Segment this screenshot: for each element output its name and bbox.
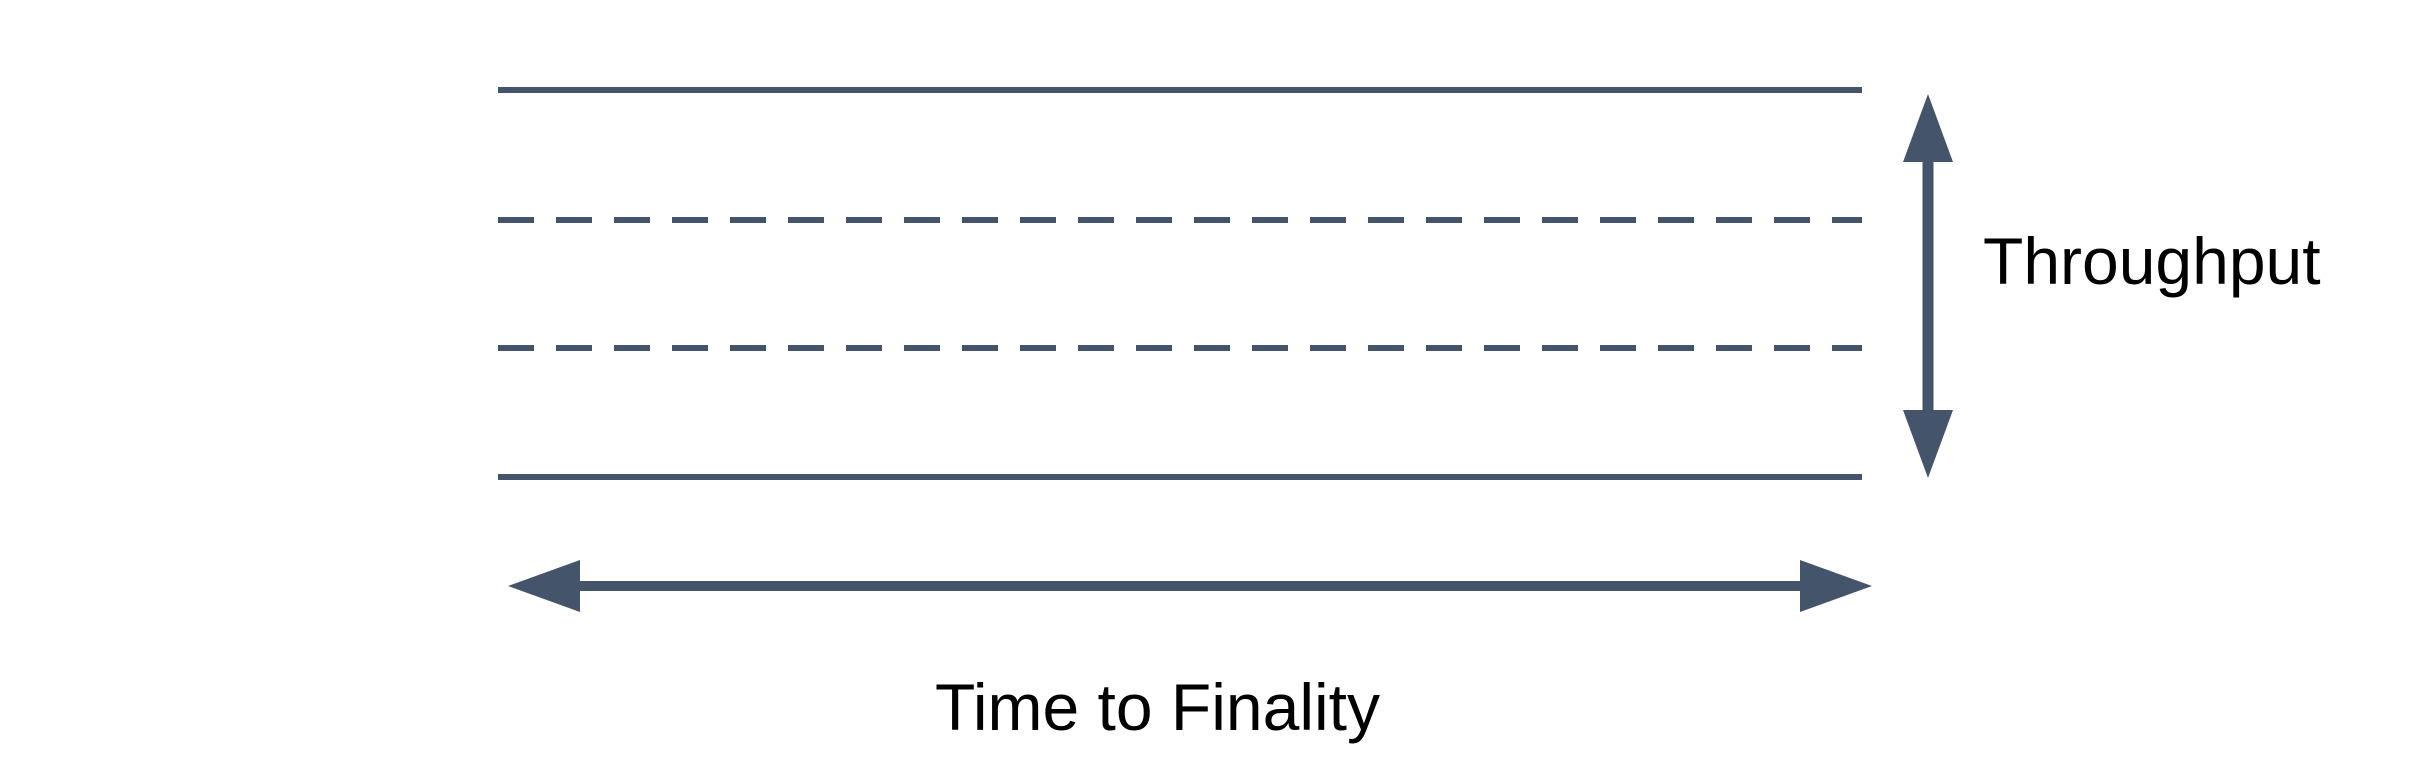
time-to-finality-arrow [508, 560, 1872, 612]
throughput-arrow-shaft [1922, 154, 1934, 418]
time-to-finality-arrow-head-left [508, 560, 580, 612]
throughput-arrow-head-down [1903, 410, 1953, 478]
time-to-finality-axis-label: Time to Finality [935, 670, 1380, 744]
lane-group [498, 87, 1862, 480]
throughput-arrow-head-up [1903, 94, 1953, 162]
time-to-finality-arrow-head-right [1800, 560, 1872, 612]
throughput-axis-label: Throughput [1983, 224, 2321, 298]
time-to-finality-arrow-shaft [580, 581, 1800, 591]
throughput-arrow [1903, 94, 1953, 478]
